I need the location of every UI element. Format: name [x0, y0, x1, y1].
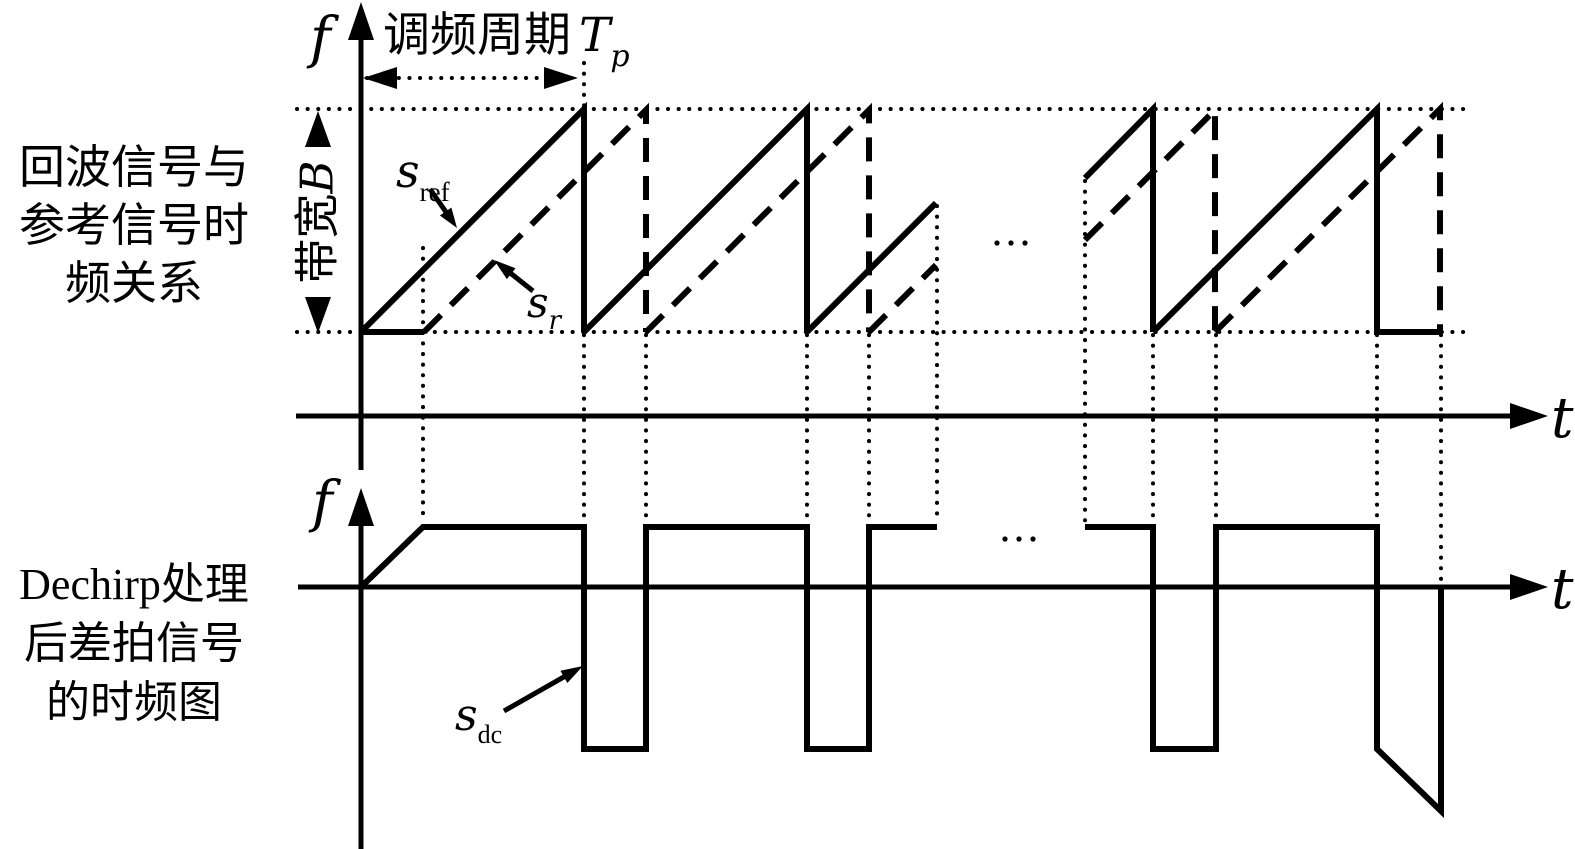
- label-line-2: 参考信号时: [19, 200, 249, 251]
- echo-reference-relation-label: 回波信号与 参考信号时 频关系: [8, 139, 260, 313]
- label-line-1: Dechirp处理: [19, 560, 249, 609]
- bandwidth-text: 带宽: [292, 193, 343, 284]
- sref-pointer-head: [439, 207, 457, 228]
- sdc-symbol: s: [455, 690, 478, 741]
- sr-chirp-3-partial: [866, 262, 939, 335]
- ellipsis-bottom-dot-0: [1002, 536, 1008, 542]
- sdc-label: sdc: [455, 690, 502, 750]
- ellipsis-top-dot-2: [1022, 240, 1028, 246]
- sr-label: sr: [527, 278, 561, 336]
- sref-symbol: s: [396, 144, 420, 198]
- sr-pointer-shaft: [506, 269, 535, 293]
- sdc-beat-1: [358, 524, 937, 752]
- ellipsis-bottom-dot-1: [1016, 536, 1022, 542]
- bandwidth-up-arrowhead: [305, 111, 331, 147]
- period-subscript: p: [610, 39, 630, 74]
- sref-chirp-4-partial: [1082, 101, 1156, 332]
- ellipsis-top-dot-0: [994, 240, 1000, 246]
- sr-chirp-5: [1212, 101, 1443, 335]
- sr-chirp-2: [643, 102, 872, 335]
- label-line-3: 频关系: [65, 258, 203, 309]
- ellipsis-bottom-dot-2: [1030, 536, 1036, 542]
- sdc-pointer-shaft: [502, 672, 569, 714]
- freq-axis-label-top: f: [310, 6, 331, 71]
- period-text: 调频周期: [383, 10, 571, 62]
- label-line-2: 后差拍信号: [24, 619, 244, 668]
- period-symbol: T: [579, 8, 611, 63]
- dechirp-beat-signal-label: Dechirp处理 后差拍信号 的时频图: [2, 555, 266, 732]
- tp-left-arrowhead: [363, 67, 397, 89]
- label-line-3: 的时频图: [46, 678, 222, 727]
- sref-pointer-shaft: [427, 187, 450, 217]
- sr-chirp-4-partial: [1082, 102, 1218, 332]
- bottom-f-arrowhead: [348, 488, 374, 526]
- sref-chirp-5: [1150, 101, 1441, 335]
- sr-symbol: s: [527, 278, 549, 327]
- sr-pointer-head: [494, 260, 516, 280]
- label-line-1: 回波信号与: [19, 142, 249, 193]
- freq-axis-label-bottom: f: [312, 470, 333, 535]
- sdc-pointer-head: [560, 666, 583, 683]
- sref-subscript: ref: [419, 177, 450, 207]
- bandwidth-symbol: B: [290, 160, 344, 194]
- time-axis-label-bottom: t: [1551, 557, 1574, 622]
- top-f-arrowhead: [348, 2, 374, 40]
- ellipsis-top-dot-1: [1008, 240, 1014, 246]
- bandwidth-label: 带宽B: [281, 160, 346, 283]
- time-axis-label-top: t: [1551, 386, 1574, 451]
- bottom-t-arrowhead: [1510, 574, 1548, 600]
- sref-label: sref: [396, 144, 450, 208]
- sdc-beat-2: [1085, 524, 1444, 819]
- bandwidth-down-arrowhead: [305, 297, 331, 333]
- sdc-subscript: dc: [477, 720, 503, 749]
- sr-subscript: r: [548, 306, 561, 336]
- top-t-arrowhead: [1510, 403, 1548, 429]
- tp-right-arrowhead: [544, 67, 578, 89]
